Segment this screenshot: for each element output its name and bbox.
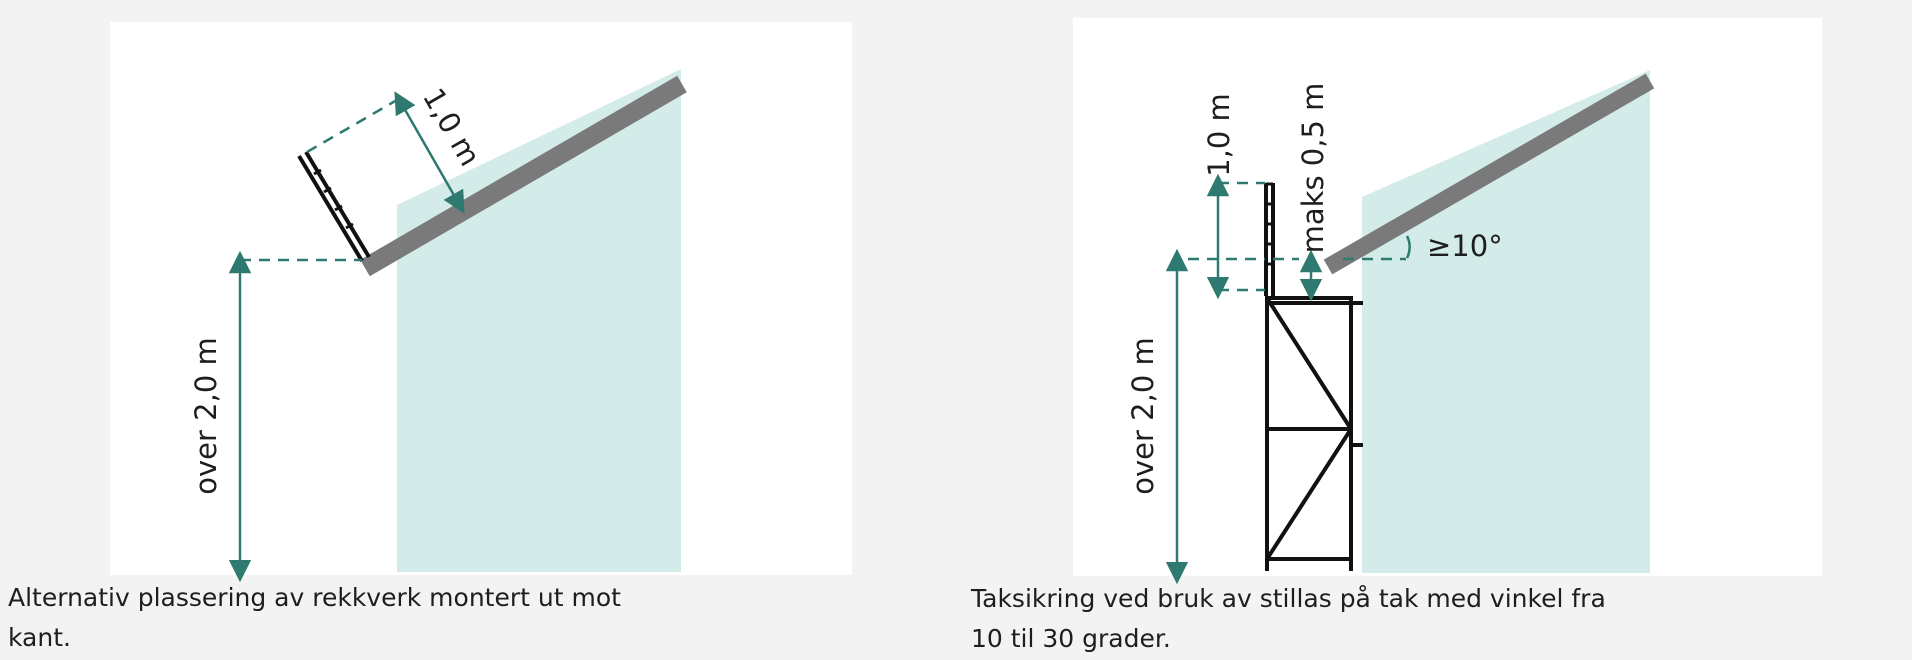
- rail-height-label: 1,0 m: [416, 82, 487, 171]
- rail-height-label: 1,0 m: [1202, 93, 1236, 177]
- figure-2-diagram-panel: 1,0 m maks 0,5 m ≥10° over 2,0 m: [1073, 18, 1822, 585]
- roof-slab: [360, 75, 687, 277]
- figure-2-diagram: 1,0 m maks 0,5 m ≥10° over 2,0 m: [1126, 70, 1655, 585]
- height-label: over 2,0 m: [189, 337, 223, 494]
- figure-1-diagram-panel: 1,0 m over 2,0 m: [110, 22, 852, 583]
- roof-angle-arc: [1405, 235, 1411, 259]
- max-gap-label: maks 0,5 m: [1296, 83, 1330, 254]
- figure-1-caption: Alternativ plassering av rekkverk monter…: [8, 583, 621, 652]
- guardrail: [1264, 182, 1275, 296]
- roof-slab: [1323, 73, 1655, 275]
- rail-height-dimension-arrow: [394, 91, 465, 214]
- wall-shading: [1362, 70, 1650, 573]
- height-label: over 2,0 m: [1126, 337, 1160, 494]
- scaffold: [1265, 296, 1363, 571]
- roof-angle-label: ≥10°: [1427, 229, 1503, 263]
- rail-top-dashed-line: [306, 98, 398, 154]
- guardrail: [297, 150, 371, 263]
- figure-2-caption: Taksikring ved bruk av stillas på tak me…: [971, 584, 1606, 653]
- wall-shading: [397, 69, 681, 572]
- figure-1-diagram: 1,0 m over 2,0 m: [189, 69, 687, 583]
